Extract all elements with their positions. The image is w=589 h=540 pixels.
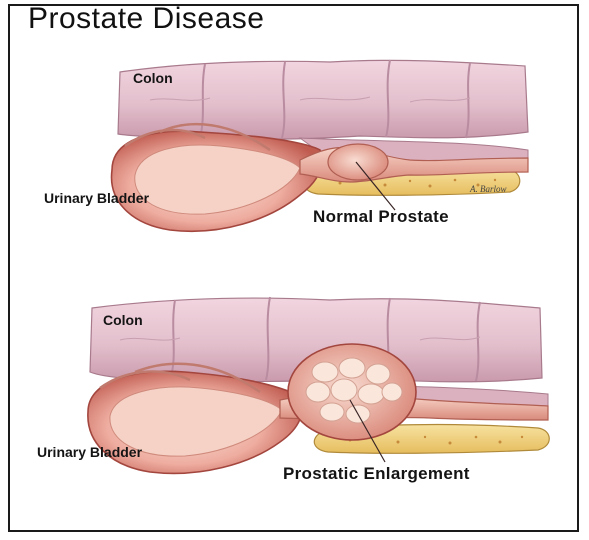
urinary-bladder-label-enlarged: Urinary Bladder [37, 444, 142, 460]
enlarged-anatomy-illustration [88, 297, 549, 473]
colon-shape [118, 60, 528, 139]
urinary-bladder-label: Urinary Bladder [44, 190, 149, 206]
colon-label: Colon [133, 70, 173, 86]
colon-label-enlarged: Colon [103, 312, 143, 328]
normal-prostate-label: Normal Prostate [313, 207, 449, 227]
urinary-bladder-shape [112, 124, 322, 231]
prostatic-enlargement-label: Prostatic Enlargement [283, 464, 470, 484]
artist-signature: A. Barlow [469, 184, 507, 194]
